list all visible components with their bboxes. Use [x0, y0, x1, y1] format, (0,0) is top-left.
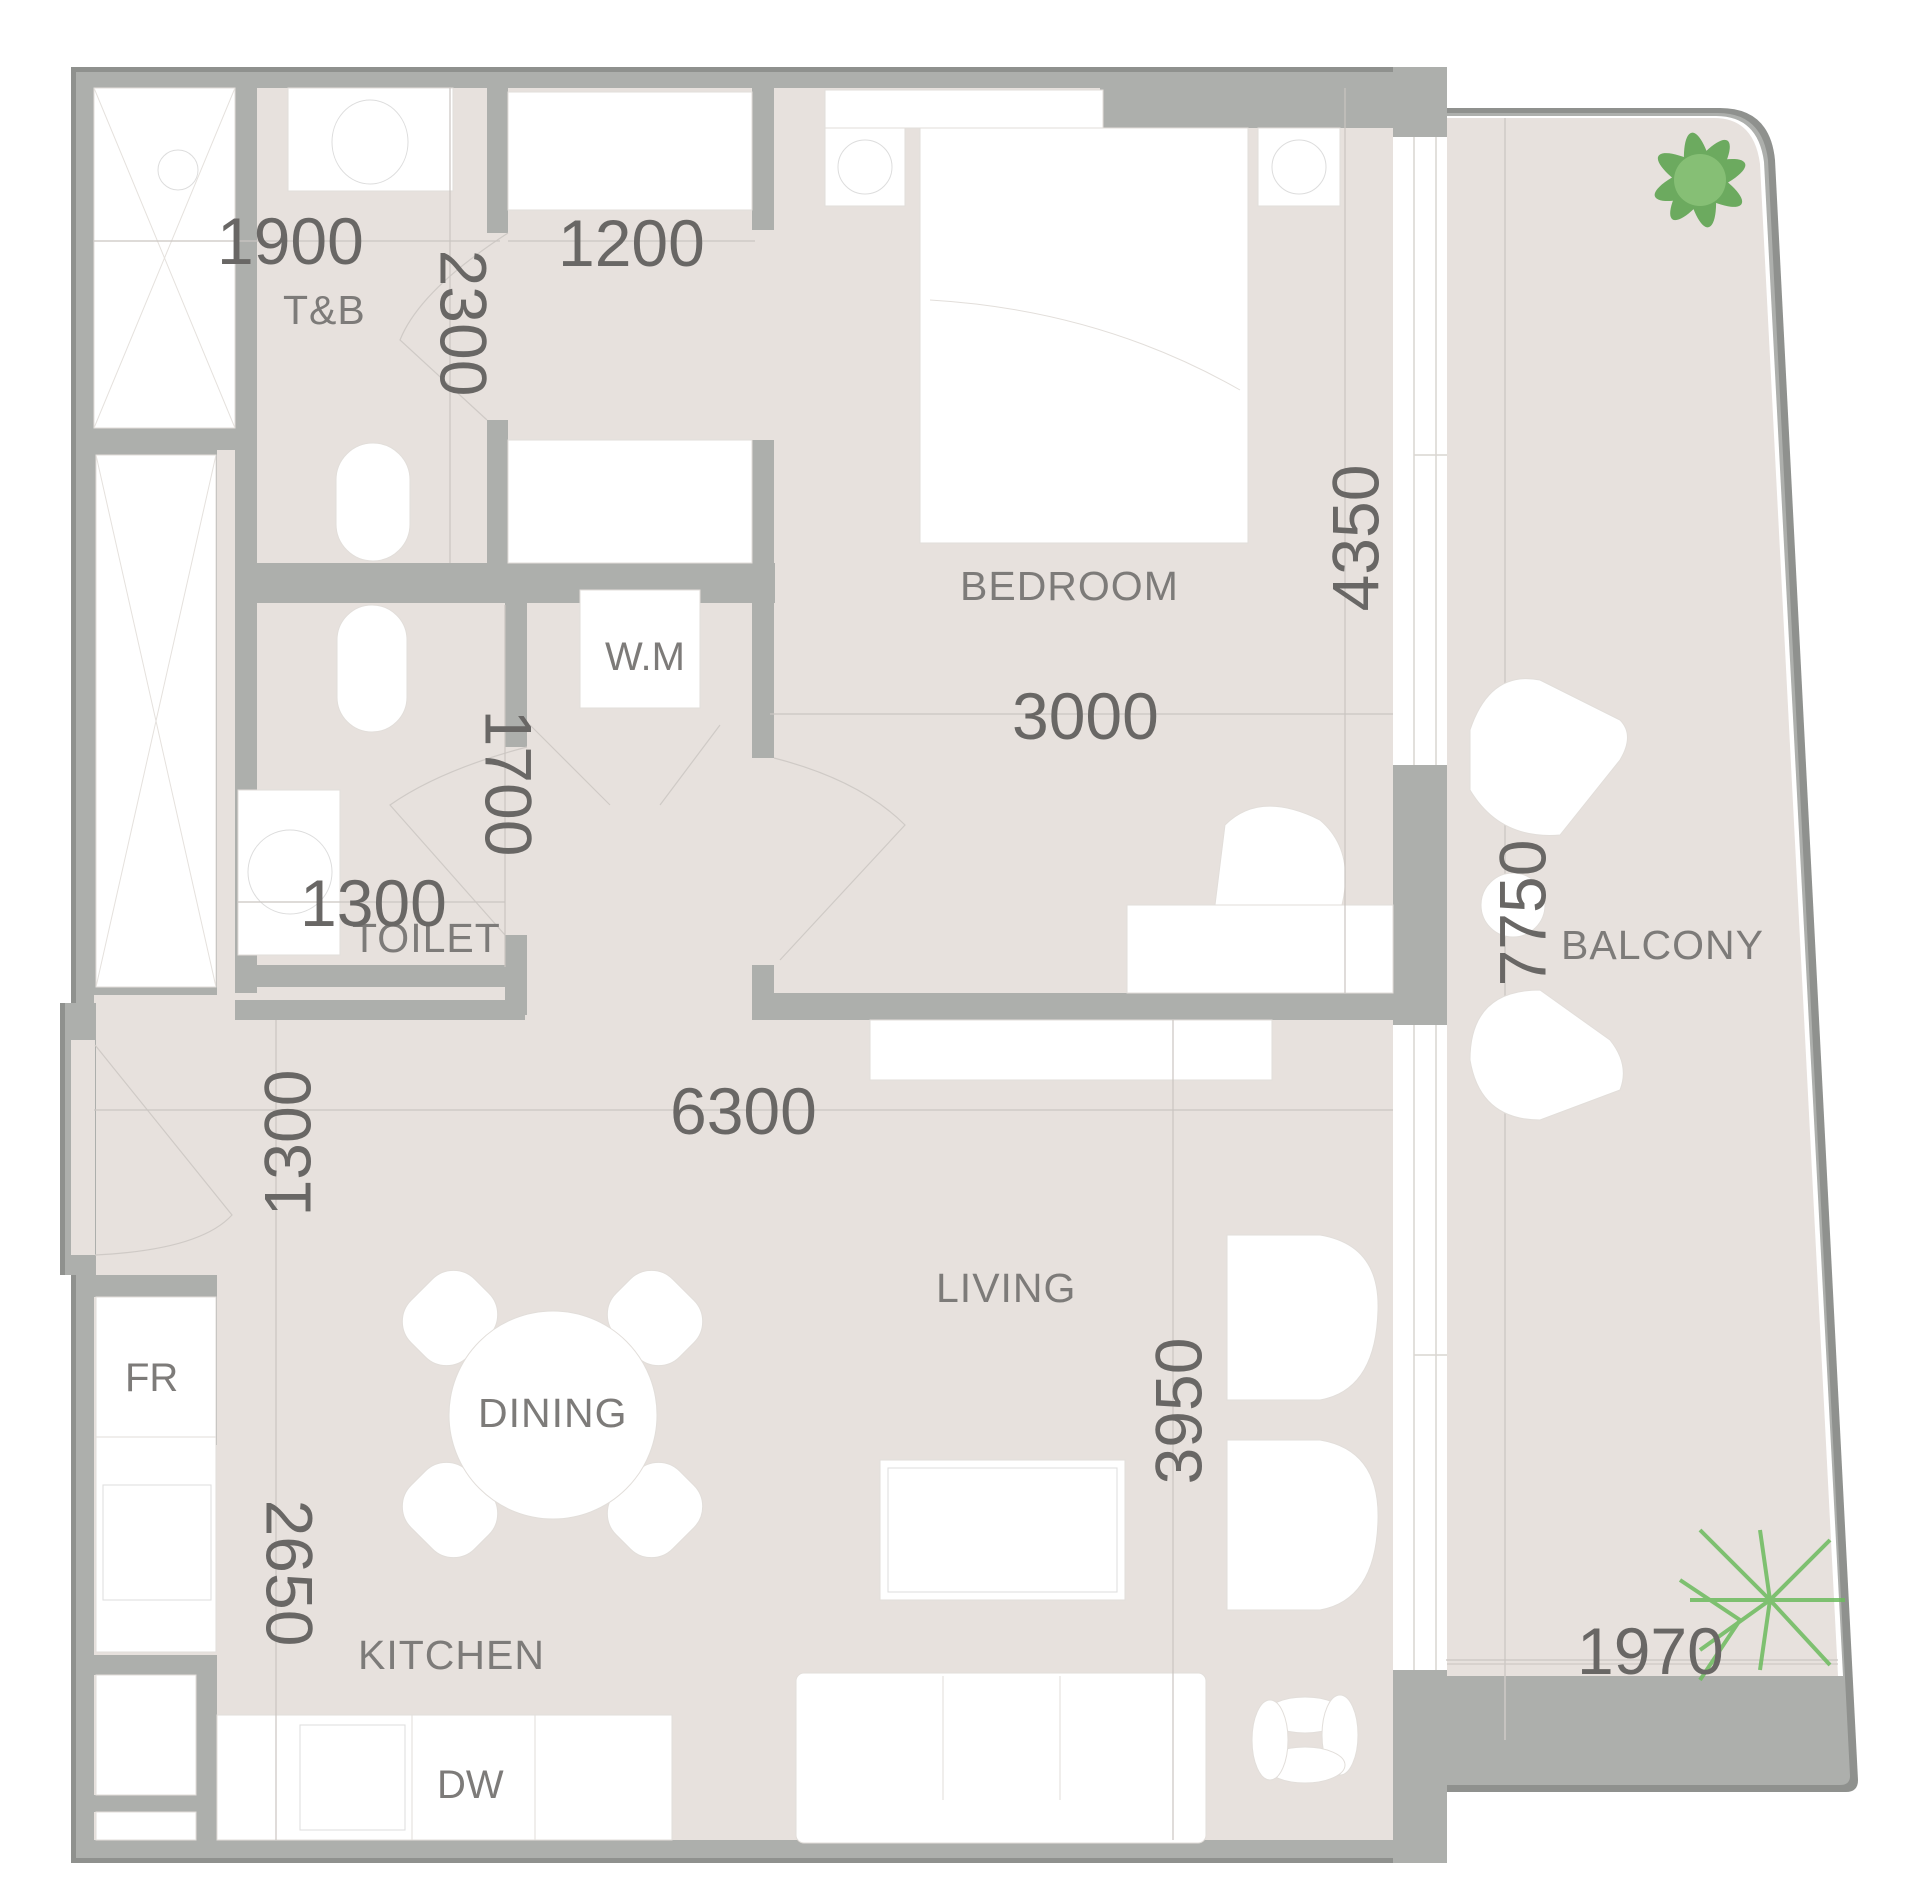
fixture-label-fridge: FR: [125, 1356, 179, 1400]
dimension-balcony-length: 7750: [1485, 839, 1560, 987]
dimension-wardrobe-width: 1200: [558, 206, 705, 280]
door-swings: [94, 232, 906, 1256]
room-label-living: LIVING: [936, 1265, 1077, 1311]
dimension-toilet-width: 1300: [300, 866, 447, 940]
dimension-kitchen-length: 2650: [252, 1499, 327, 1647]
room-label-tb: T&B: [283, 287, 366, 333]
balcony-area: [1446, 108, 1858, 1792]
dimension-tb-length: 2300: [426, 249, 501, 397]
room-label-bedroom: BEDROOM: [960, 563, 1179, 609]
room-label-dining: DINING: [478, 1390, 628, 1436]
dimension-toilet-length: 1700: [471, 709, 546, 857]
fixture-label-washing-machine: W.M: [605, 635, 685, 679]
room-label-balcony: BALCONY: [1561, 922, 1764, 968]
dimension-bedroom-length: 4350: [1318, 464, 1393, 612]
dimension-living-length: 3950: [1141, 1337, 1216, 1485]
room-label-toilet: TOILET: [352, 915, 501, 961]
fixture-label-dishwasher: DW: [437, 1763, 504, 1807]
dimension-balcony-width: 1970: [1577, 1614, 1724, 1688]
decor-plant-icon: [1251, 1694, 1359, 1784]
windows: [1393, 137, 1447, 1670]
dimension-entry-length: 1300: [250, 1069, 325, 1217]
plant-icon: [1654, 132, 1746, 228]
dimension-overall-width: 6300: [670, 1074, 817, 1148]
room-label-kitchen: KITCHEN: [358, 1632, 545, 1678]
dimension-tb-width: 1900: [217, 204, 364, 278]
palm-plant-icon: [1678, 1528, 1845, 1682]
dimension-bedroom-width: 3000: [1012, 679, 1159, 753]
dimension-lines: [94, 88, 1838, 1840]
white-fixtures: [93, 87, 1628, 1844]
